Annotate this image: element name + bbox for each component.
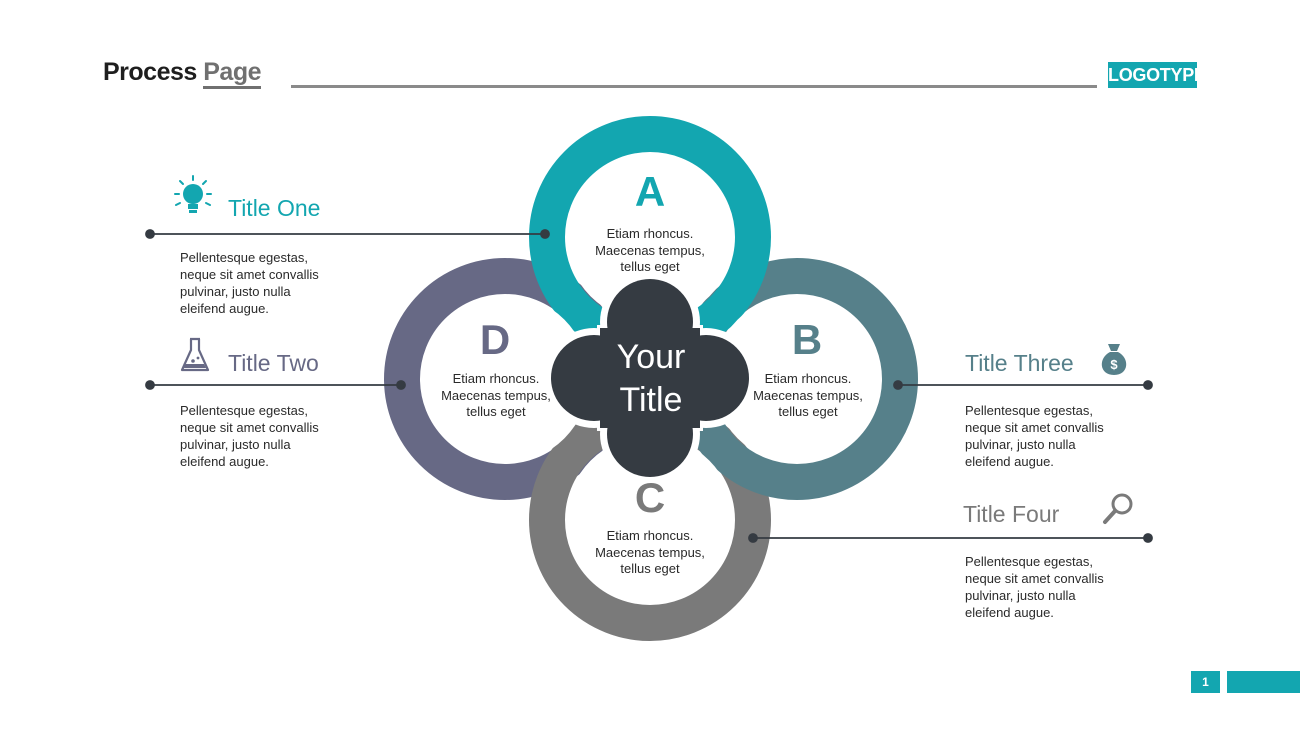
item-title-three: Title Three — [965, 350, 1074, 376]
circle-d-line-2: Maecenas tempus, — [441, 387, 551, 403]
circle-c-description: Etiam rhoncus. Maecenas tempus, tellus e… — [575, 528, 725, 578]
item-title-one: Title One — [228, 195, 321, 221]
item-title-four: Title Four — [963, 501, 1060, 527]
item-two-line-3: pulvinar, justo nulla — [180, 437, 291, 452]
flask-icon — [180, 337, 210, 372]
circle-b-letter: B — [792, 316, 822, 363]
circle-b-line-1: Etiam rhoncus. — [764, 371, 852, 386]
disk-b — [713, 295, 881, 463]
center-shape — [544, 272, 756, 484]
item-one-line-1: Pellentesque egestas, — [180, 250, 308, 265]
page-number: 1 — [1191, 671, 1220, 693]
connector-title-three-end-dot — [1143, 380, 1153, 390]
circle-c-line-1: Etiam rhoncus. — [606, 528, 694, 543]
item-two-line-1: Pellentesque egestas, — [180, 403, 308, 418]
item-four-line-3: pulvinar, justo nulla — [965, 588, 1076, 603]
item-four-line-1: Pellentesque egestas, — [965, 554, 1093, 569]
connector-title-three-start-dot — [893, 380, 903, 390]
disk-d — [421, 295, 589, 463]
item-title-two-description: Pellentesque egestas, neque sit amet con… — [180, 402, 360, 470]
item-one-line-4: eleifend augue. — [180, 301, 269, 316]
center-title-line-2: Title — [620, 381, 683, 419]
money-bag-icon: $ — [1101, 344, 1127, 375]
center-title-line-1: Your — [617, 338, 686, 376]
circle-d-description: Etiam rhoncus. Maecenas tempus, tellus e… — [421, 371, 571, 421]
item-two-line-4: eleifend augue. — [180, 454, 269, 469]
magnifier-icon — [1103, 493, 1133, 524]
page-title-word-2: Page — [203, 58, 262, 89]
circle-a-description: Etiam rhoncus. Maecenas tempus, tellus e… — [575, 226, 725, 276]
item-three-line-3: pulvinar, justo nulla — [965, 437, 1076, 452]
connector-title-four-start-dot — [748, 533, 758, 543]
page-title-word-1: Process — [103, 58, 197, 86]
disk-a — [566, 153, 734, 321]
circle-d-line-1: Etiam rhoncus. — [452, 371, 540, 386]
item-title-three-description: Pellentesque egestas, neque sit amet con… — [965, 402, 1145, 470]
circle-c-letter: C — [635, 474, 665, 521]
circle-c-line-2: Maecenas tempus, — [595, 544, 705, 560]
disk-c — [566, 436, 734, 604]
lightbulb-icon — [174, 175, 212, 213]
item-four-line-2: neque sit amet convallis — [965, 571, 1104, 586]
circle-d-line-3: tellus eget — [466, 404, 526, 419]
connector-title-two-end-dot — [396, 380, 406, 390]
connector-title-one-start-dot — [145, 229, 155, 239]
page-title: Process Page — [103, 58, 262, 89]
circle-b-line-2: Maecenas tempus, — [753, 387, 863, 403]
footer-accent-bar — [1227, 671, 1300, 693]
circle-b-line-3: tellus eget — [778, 404, 838, 419]
item-one-line-3: pulvinar, justo nulla — [180, 284, 291, 299]
circle-b-description: Etiam rhoncus. Maecenas tempus, tellus e… — [733, 371, 883, 421]
item-two-line-2: neque sit amet convallis — [180, 420, 319, 435]
circle-a-line-2: Maecenas tempus, — [595, 242, 705, 258]
svg-text:$: $ — [1110, 357, 1118, 372]
item-three-line-2: neque sit amet convallis — [965, 420, 1104, 435]
circle-a-line-3: tellus eget — [620, 259, 680, 274]
connector-title-four-end-dot — [1143, 533, 1153, 543]
item-four-line-4: eleifend augue. — [965, 605, 1054, 620]
logo: LOGOTYPE — [1108, 62, 1206, 88]
circle-a-line-1: Etiam rhoncus. — [606, 226, 694, 241]
item-three-line-1: Pellentesque egestas, — [965, 403, 1093, 418]
item-title-one-description: Pellentesque egestas, neque sit amet con… — [180, 249, 360, 317]
circle-d-letter: D — [480, 316, 510, 363]
item-title-two: Title Two — [228, 350, 319, 376]
circle-c-line-3: tellus eget — [620, 561, 680, 576]
header-divider — [291, 85, 1097, 88]
connector-title-one-end-dot — [540, 229, 550, 239]
circle-a-letter: A — [635, 168, 665, 215]
connector-title-two-start-dot — [145, 380, 155, 390]
item-three-line-4: eleifend augue. — [965, 454, 1054, 469]
item-one-line-2: neque sit amet convallis — [180, 267, 319, 282]
item-title-four-description: Pellentesque egestas, neque sit amet con… — [965, 553, 1145, 621]
